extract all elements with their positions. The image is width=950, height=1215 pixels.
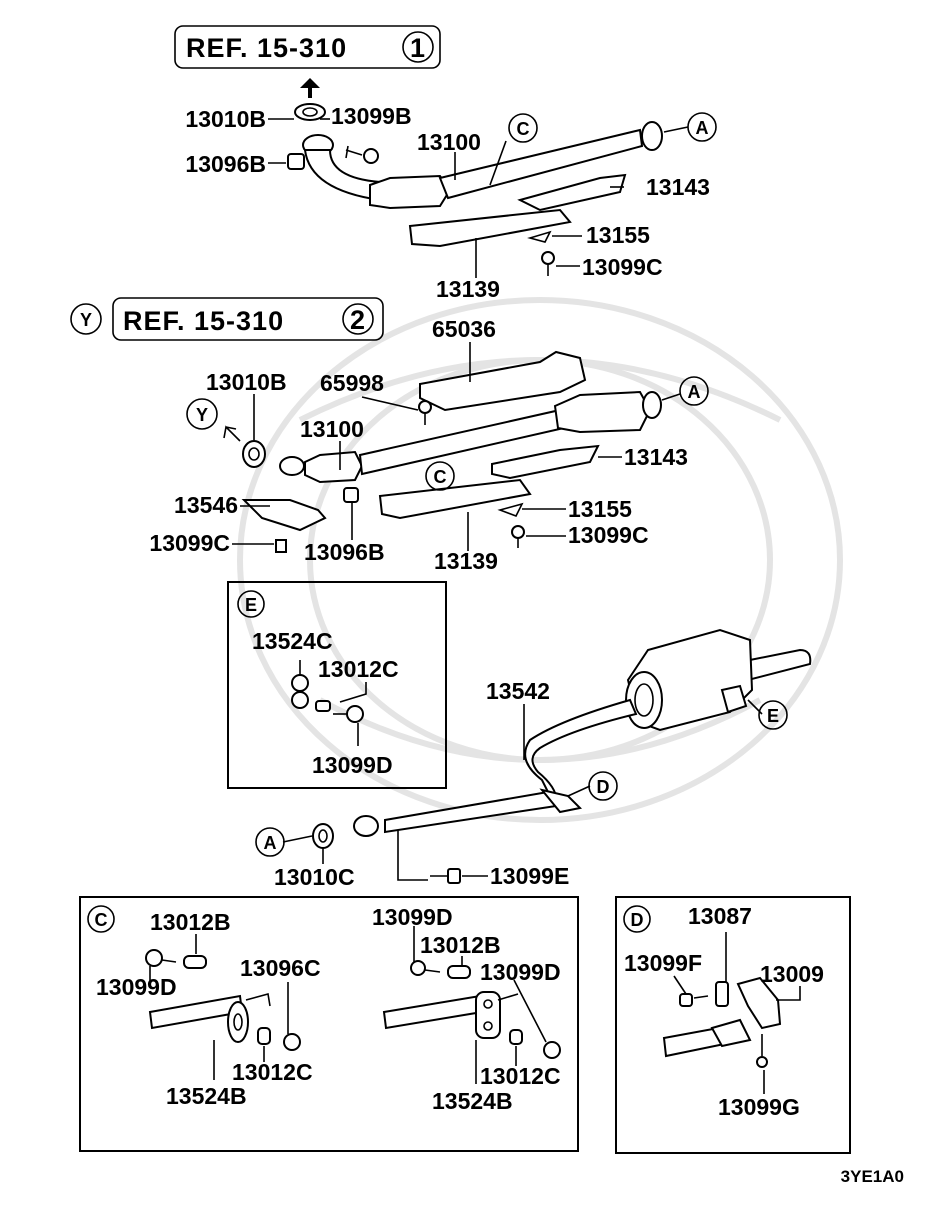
part-label[interactable]: 13099C (149, 530, 230, 556)
y-marker: Y (70, 303, 102, 335)
diagram-code: 3YE1A0 (841, 1167, 904, 1186)
part-label[interactable]: 13096C (240, 955, 321, 981)
part-label[interactable]: 13012B (420, 932, 501, 958)
part-label[interactable]: 13012C (480, 1063, 561, 1089)
rear-assembly-drawing (312, 628, 812, 884)
arrow-up-icon (300, 78, 320, 98)
part-label[interactable]: 13546 (174, 492, 238, 518)
svg-text:E: E (767, 706, 779, 726)
part-label[interactable]: 13139 (436, 276, 500, 302)
part-label[interactable]: 13009 (760, 961, 824, 987)
svg-text:C: C (434, 467, 447, 487)
part-label[interactable]: 13542 (486, 678, 550, 704)
top-assembly-leaders (268, 118, 689, 278)
part-label[interactable]: 13155 (568, 496, 632, 522)
part-label[interactable]: 13100 (417, 129, 481, 155)
part-label[interactable]: 13096B (185, 151, 266, 177)
part-label[interactable]: 13099F (624, 950, 702, 976)
part-label[interactable]: 65036 (432, 316, 496, 342)
part-label[interactable]: 13012C (232, 1059, 313, 1085)
part-label[interactable]: 13099E (490, 863, 569, 889)
detail-c-box: C (79, 896, 579, 1152)
svg-text:Y: Y (196, 405, 208, 425)
part-label[interactable]: 13524B (166, 1083, 247, 1109)
part-label[interactable]: 13099D (372, 904, 453, 930)
marker-a: A (679, 376, 709, 406)
part-label[interactable]: 13010C (274, 864, 355, 890)
part-label[interactable]: 13099D (312, 752, 393, 778)
reference-number: 2 (350, 305, 366, 335)
reference-number: 1 (410, 33, 426, 63)
marker-y: Y (186, 398, 218, 430)
middle-assembly-drawing (223, 350, 662, 553)
part-label[interactable]: 13100 (300, 416, 364, 442)
part-label[interactable]: 13012B (150, 909, 231, 935)
part-label[interactable]: 13010B (185, 106, 266, 132)
detail-e-box: E (227, 581, 447, 789)
svg-text:E: E (245, 595, 257, 615)
svg-text:D: D (597, 777, 610, 797)
top-assembly-drawing (287, 103, 663, 276)
part-label[interactable]: 13099C (568, 522, 649, 548)
marker-a: A (255, 827, 285, 857)
middle-assembly-leaders (232, 342, 681, 551)
part-label[interactable]: 13524B (432, 1088, 513, 1114)
marker-c: C (508, 113, 538, 143)
reference-text: REF. 15-310 (123, 306, 284, 336)
part-label[interactable]: 13155 (586, 222, 650, 248)
marker-c: C (425, 461, 455, 491)
reference-text: REF. 15-310 (186, 33, 347, 63)
part-label[interactable]: 13099D (96, 974, 177, 1000)
part-label[interactable]: 13099C (582, 254, 663, 280)
rear-assembly-leaders (282, 699, 763, 881)
svg-text:C: C (95, 910, 108, 930)
svg-text:A: A (688, 382, 701, 402)
part-label[interactable]: 13143 (646, 174, 710, 200)
part-label[interactable]: 13139 (434, 548, 498, 574)
marker-d: D (588, 771, 618, 801)
part-label[interactable]: 13524C (252, 628, 333, 654)
part-label[interactable]: 13143 (624, 444, 688, 470)
svg-text:D: D (631, 910, 644, 930)
svg-text:A: A (264, 833, 277, 853)
marker-e: E (758, 700, 788, 730)
part-label[interactable]: 13099D (480, 959, 561, 985)
reference-box-1[interactable]: REF. 15-310 1 (174, 25, 441, 69)
svg-text:A: A (696, 118, 709, 138)
part-label[interactable]: 13010B (206, 369, 287, 395)
marker-a: A (687, 112, 717, 142)
part-label[interactable]: 65998 (320, 370, 384, 396)
part-label[interactable]: 13099B (331, 103, 412, 129)
part-label[interactable]: 13099G (718, 1094, 800, 1120)
svg-text:C: C (517, 119, 530, 139)
part-label[interactable]: 13096B (304, 539, 385, 565)
svg-text:Y: Y (80, 310, 92, 330)
part-label[interactable]: 13087 (688, 903, 752, 929)
reference-box-2[interactable]: REF. 15-310 2 (112, 297, 384, 341)
part-label[interactable]: 13012C (318, 656, 399, 682)
detail-d-box: D (615, 896, 851, 1154)
watermark (237, 297, 843, 823)
